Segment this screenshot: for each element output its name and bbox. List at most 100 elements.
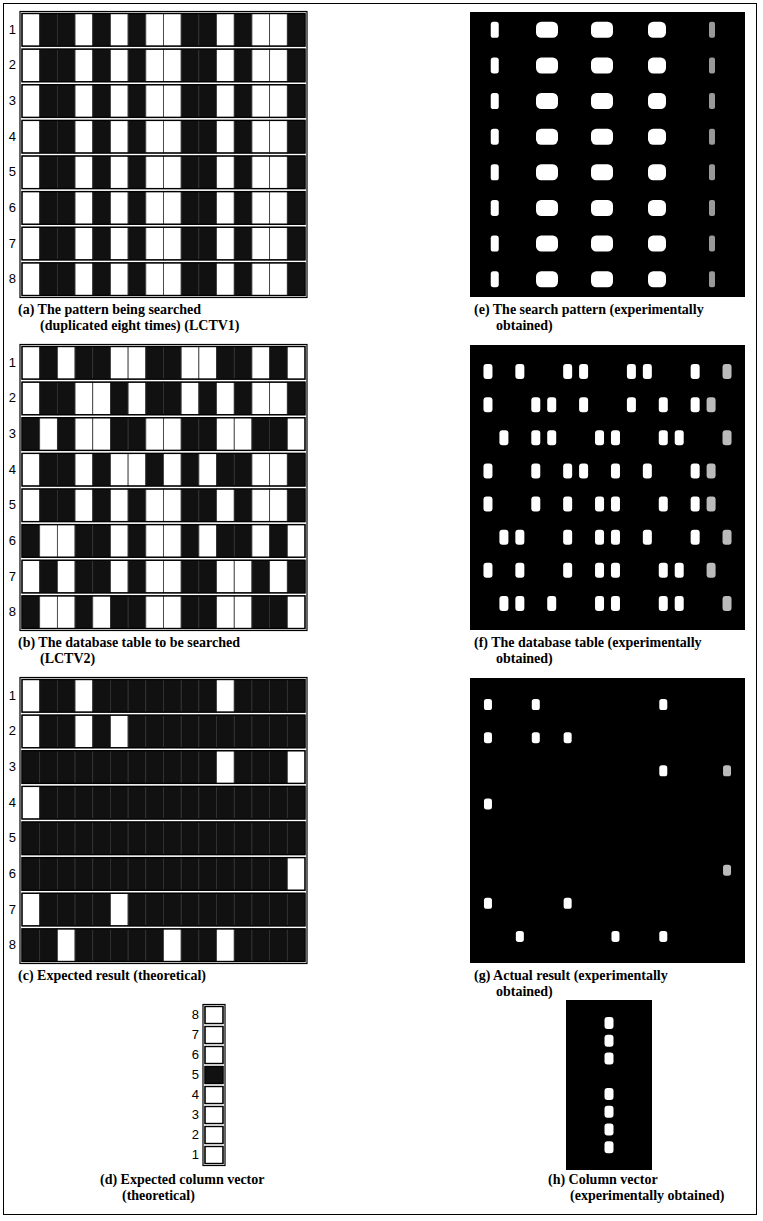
grid-cell xyxy=(252,489,270,522)
grid-cell xyxy=(287,418,305,451)
grid-border xyxy=(20,678,307,964)
database-photo xyxy=(470,345,745,630)
light-spot xyxy=(605,1017,614,1029)
grid-cell xyxy=(217,560,235,593)
grid-cell xyxy=(252,263,270,296)
grid-cell xyxy=(217,525,235,558)
light-spot xyxy=(564,732,572,743)
grid-cell xyxy=(270,489,288,522)
grid-cell xyxy=(199,786,217,819)
row-border xyxy=(22,85,305,118)
grid-cell xyxy=(75,751,93,784)
grid-cell xyxy=(217,382,235,415)
grid-cell xyxy=(93,560,111,593)
grid-cell xyxy=(110,227,128,260)
grid-cell xyxy=(217,489,235,522)
grid-cell xyxy=(40,453,58,486)
grid-cell xyxy=(75,893,93,926)
row-border xyxy=(22,560,305,593)
row-number: 8 xyxy=(4,605,16,619)
grid-cell xyxy=(93,156,111,189)
light-spot xyxy=(491,271,499,287)
grid-cell xyxy=(40,893,58,926)
row-border xyxy=(22,751,305,784)
grid-cell xyxy=(217,822,235,855)
light-spot xyxy=(491,57,499,73)
grid-cell xyxy=(75,347,93,380)
grid-cell xyxy=(199,49,217,82)
grid-cell xyxy=(93,382,111,415)
grid-cell xyxy=(128,858,146,891)
light-spot xyxy=(491,22,499,38)
grid-cell xyxy=(217,49,235,82)
row-number: 5 xyxy=(4,498,16,512)
grid-cell xyxy=(146,453,164,486)
grid-cell xyxy=(57,347,75,380)
light-spot xyxy=(659,563,668,578)
grid-cell xyxy=(287,822,305,855)
row-border xyxy=(22,596,305,629)
light-spot xyxy=(595,497,604,512)
grid-cell xyxy=(22,192,40,225)
row-border xyxy=(22,929,305,962)
light-spot xyxy=(659,699,667,710)
grid-border xyxy=(20,12,307,298)
grid-cell xyxy=(164,49,182,82)
light-spot xyxy=(515,596,524,611)
grid-cell xyxy=(128,347,146,380)
row-number: 6 xyxy=(4,867,16,881)
light-spot xyxy=(675,596,684,611)
row-number: 3 xyxy=(4,760,16,774)
figure-panel: (c) Expected result (theoretical) xyxy=(18,678,318,984)
grid-cell xyxy=(252,680,270,713)
grid-cell xyxy=(22,156,40,189)
grid-cell xyxy=(93,263,111,296)
grid-cell xyxy=(234,192,252,225)
grid-cell xyxy=(146,156,164,189)
grid-cell xyxy=(75,49,93,82)
grid-cell xyxy=(93,786,111,819)
grid-cell xyxy=(110,680,128,713)
grid-cell xyxy=(181,858,199,891)
grid-cell xyxy=(75,418,93,451)
grid-cell xyxy=(128,453,146,486)
row-number: 3 xyxy=(187,1108,199,1122)
grid-cell xyxy=(270,525,288,558)
figure-panel: (f) The database table (experimentally o… xyxy=(470,345,745,667)
light-spot xyxy=(536,200,558,216)
row-number: 4 xyxy=(4,130,16,144)
grid-cell xyxy=(217,418,235,451)
grid-cell xyxy=(57,192,75,225)
light-spot xyxy=(516,931,524,942)
grid-cell xyxy=(164,192,182,225)
grid-cell xyxy=(234,418,252,451)
row-border xyxy=(205,1027,223,1044)
grid-cell xyxy=(57,49,75,82)
row-number: 1 xyxy=(4,23,16,37)
light-spot xyxy=(709,271,715,287)
grid-cell xyxy=(146,786,164,819)
light-spot xyxy=(605,1052,614,1064)
grid-cell xyxy=(40,49,58,82)
light-spot xyxy=(547,596,556,611)
grid-cell xyxy=(199,85,217,118)
grid-cell xyxy=(57,489,75,522)
grid-cell xyxy=(270,347,288,380)
grid-cell xyxy=(252,715,270,748)
grid-cell xyxy=(252,858,270,891)
grid-cell xyxy=(234,525,252,558)
grid-cell xyxy=(217,156,235,189)
grid-cell xyxy=(57,893,75,926)
light-spot xyxy=(709,22,715,38)
light-spot xyxy=(531,397,540,412)
grid-cell xyxy=(287,227,305,260)
grid-cell xyxy=(234,822,252,855)
grid-cell xyxy=(146,382,164,415)
grid-cell xyxy=(287,14,305,47)
grid-cell xyxy=(234,929,252,962)
grid-cell xyxy=(75,120,93,153)
row-number: 8 xyxy=(4,272,16,286)
light-spot xyxy=(499,530,508,545)
light-spot xyxy=(611,931,619,942)
grid-cell xyxy=(128,751,146,784)
